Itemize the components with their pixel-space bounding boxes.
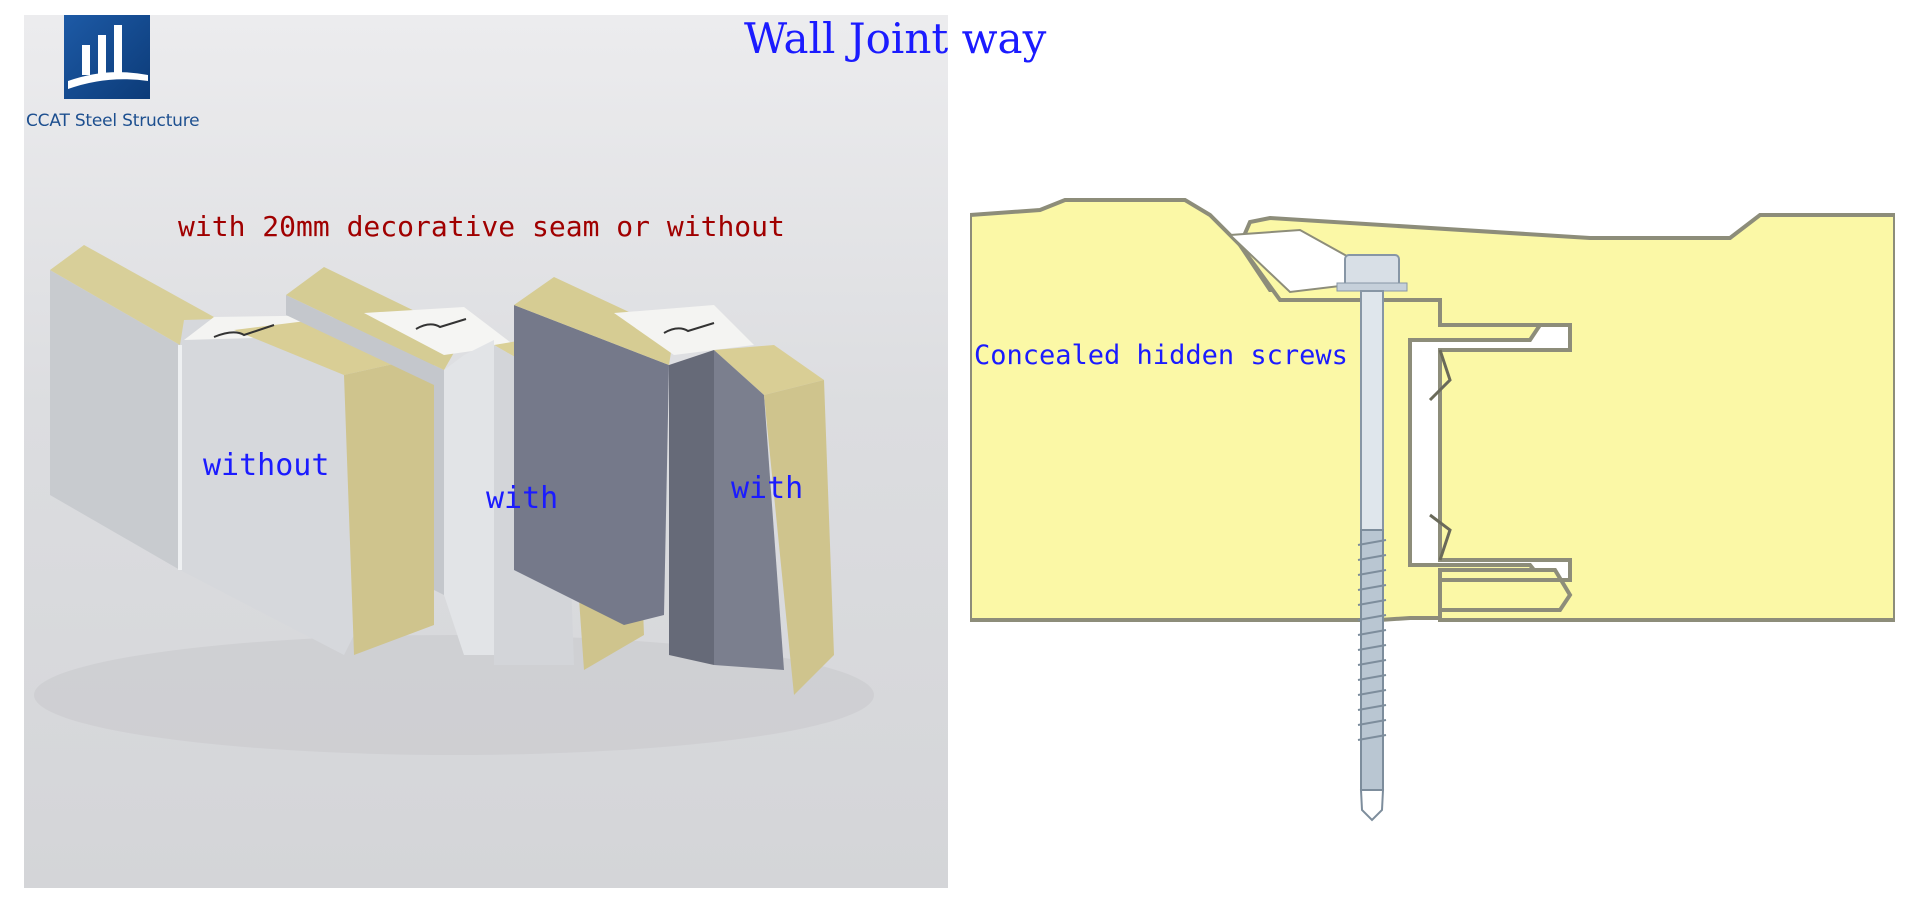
label-without: without: [203, 448, 330, 483]
left-panel-core: [970, 198, 1553, 622]
panel-illustration: [34, 245, 874, 755]
label-with-1: with: [486, 481, 559, 516]
company-logo-icon: [64, 15, 150, 99]
sandwich-panel-photo: [24, 15, 948, 888]
hidden-screw-diagram: [970, 198, 1895, 822]
seam-caption: with 20mm decorative seam or without: [178, 210, 785, 243]
label-with-2: with: [731, 471, 804, 506]
page-title: Wall Joint way: [744, 14, 1047, 63]
panel-without-seam: [50, 245, 434, 655]
right-panel-core: [1237, 213, 1895, 622]
logo-text: CCAT Steel Structure: [26, 111, 200, 131]
panel-with-seam-2: [514, 277, 834, 695]
screw-icon: [1336, 254, 1408, 822]
screw-caption: Concealed hidden screws: [974, 340, 1348, 371]
joint-diagram: [970, 150, 1895, 830]
